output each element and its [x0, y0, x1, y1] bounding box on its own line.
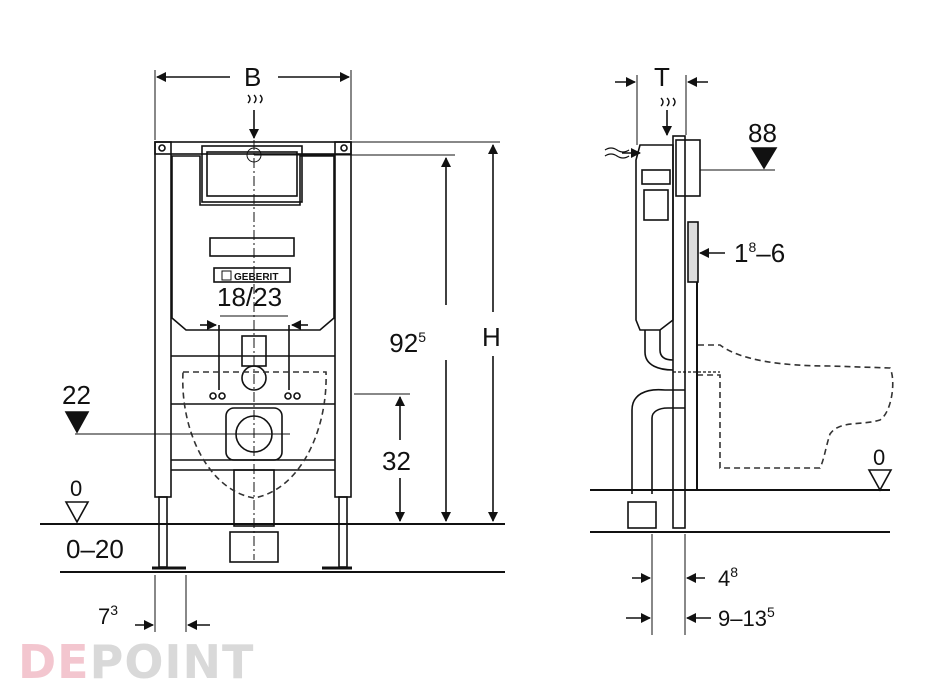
side-water-supply-icon	[660, 97, 676, 107]
cistern-body	[171, 155, 335, 331]
level-22-label: 22	[62, 380, 91, 410]
foot-left	[158, 496, 168, 568]
side-frame-post	[672, 135, 686, 529]
geberit-logo: GEBERIT	[221, 270, 278, 283]
flush-plate-opening	[201, 145, 303, 203]
width-label: B	[244, 62, 261, 92]
toilet-outline	[182, 371, 327, 499]
water-supply-icon	[247, 94, 263, 104]
flush-height-label: 925	[389, 328, 426, 358]
plate-88-label: 88	[748, 118, 777, 148]
plate-88-marker	[750, 147, 778, 170]
watermark-point: POINT	[90, 635, 255, 689]
floor-range-label: 0–20	[66, 534, 124, 564]
watermark-de: DE	[18, 635, 90, 689]
depth-label: T	[654, 62, 670, 92]
side-drain-cap	[627, 501, 657, 529]
foot-offset-label: 73	[98, 602, 118, 629]
wall-panel	[687, 221, 699, 283]
pipe-spacing-label: 18/23	[217, 282, 282, 312]
wall-range-label: 18–6	[734, 238, 785, 268]
side-toilet-outline	[698, 344, 894, 469]
side-flush-pipe	[644, 330, 674, 371]
side-level-0-marker	[867, 469, 893, 492]
side-view	[590, 75, 894, 635]
frame-leg-right	[334, 141, 352, 498]
front-view	[40, 70, 505, 632]
outlet-height-label: 32	[382, 446, 411, 476]
svg-text:DEPOINT: DEPOINT	[18, 635, 254, 689]
frame-leg-left	[154, 141, 172, 498]
depoint-watermark: DEPOINT	[18, 635, 254, 689]
side-floor-zero-label: 0	[873, 445, 885, 470]
wall-offset-label: 9–135	[718, 604, 775, 631]
brand-text: GEBERIT	[234, 272, 278, 283]
side-cistern	[635, 144, 674, 331]
height-label: H	[482, 322, 501, 352]
offset-48-label: 48	[718, 564, 738, 591]
frame-top-bar	[154, 141, 352, 155]
level-22-marker	[64, 411, 90, 434]
side-air-icon	[604, 147, 630, 159]
level-0-marker	[64, 501, 90, 524]
foot-right	[338, 496, 348, 568]
side-drain-bend	[631, 388, 685, 494]
floor-zero-label: 0	[70, 476, 82, 501]
